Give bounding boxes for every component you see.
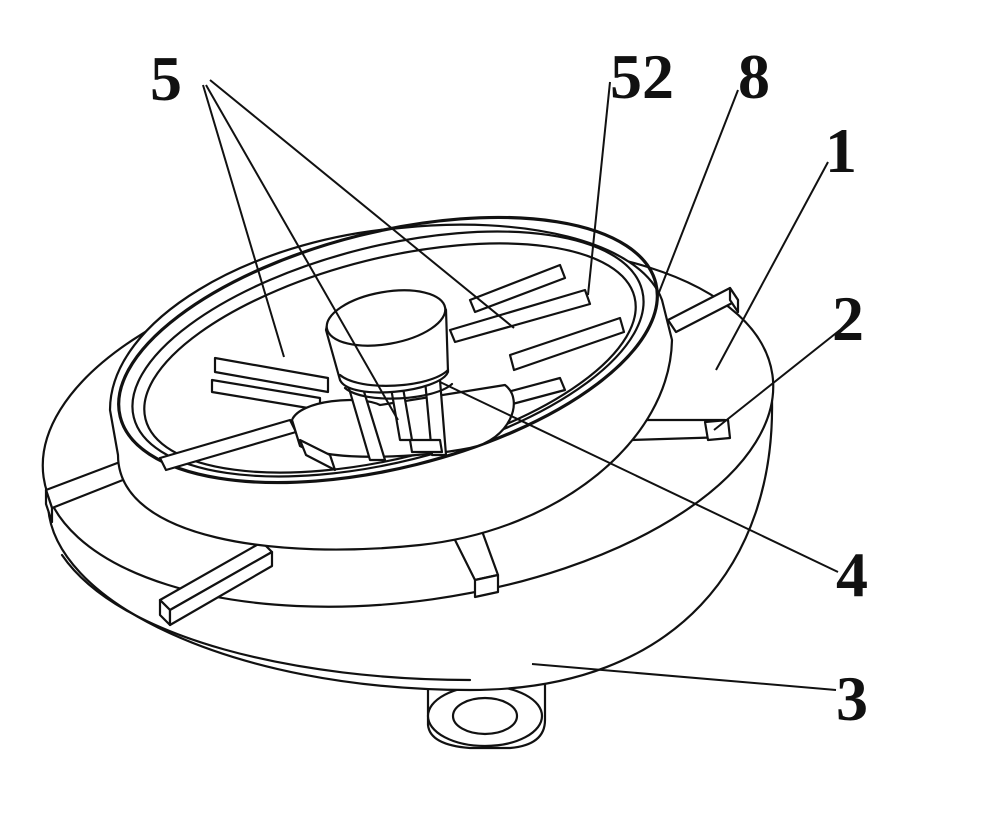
label-8: 8 — [738, 41, 770, 112]
label-52: 52 — [610, 41, 674, 112]
leader-8 — [658, 90, 738, 295]
label-2: 2 — [832, 283, 864, 354]
label-5: 5 — [150, 43, 182, 114]
label-3: 3 — [836, 663, 868, 734]
leader-1 — [716, 162, 828, 370]
label-4: 4 — [836, 539, 868, 610]
label-1: 1 — [825, 115, 857, 186]
